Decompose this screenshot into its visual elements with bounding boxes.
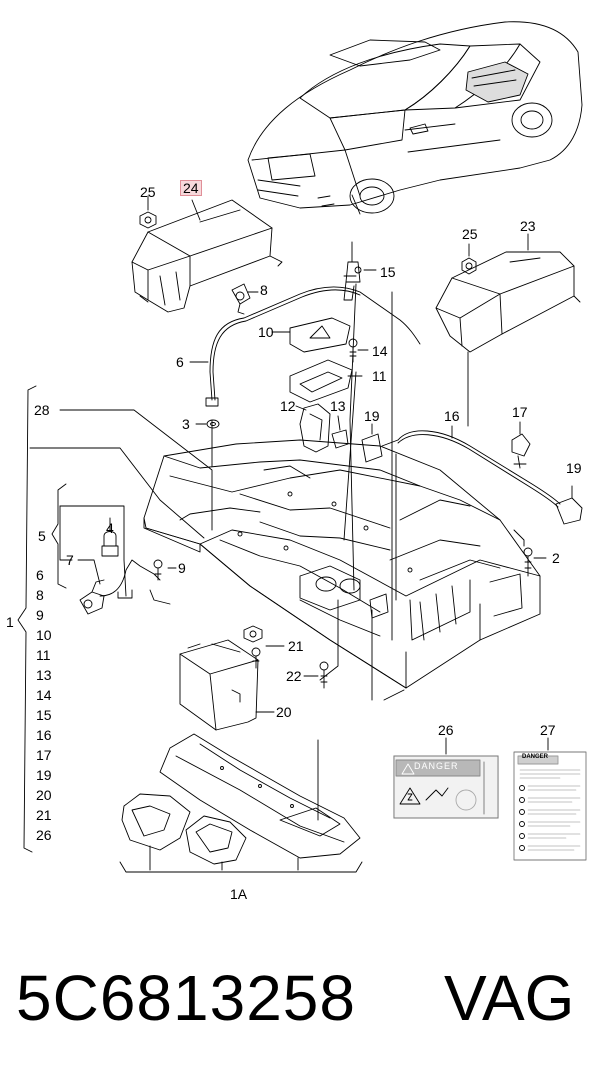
underbody-panel-1a <box>119 733 363 873</box>
callout-21[interactable]: 21 <box>288 638 304 654</box>
legend-item: 26 <box>36 827 52 843</box>
cover-part-24 <box>131 199 283 313</box>
legend-item: 11 <box>36 647 51 663</box>
callout-10[interactable]: 10 <box>258 324 274 340</box>
sensor-part-7 <box>77 559 105 615</box>
label-part-26 <box>393 737 499 819</box>
car-illustration <box>247 21 583 215</box>
cover-part-23 <box>435 233 581 353</box>
callout-3[interactable]: 3 <box>182 416 190 432</box>
connector-part-15 <box>343 241 377 301</box>
module-part-10 <box>271 317 351 353</box>
callout-14[interactable]: 14 <box>372 343 388 359</box>
callout-11[interactable]: 11 <box>372 368 387 384</box>
callout-4[interactable]: 4 <box>106 520 114 536</box>
legend-item: 21 <box>36 807 52 823</box>
callout-16[interactable]: 16 <box>444 408 460 424</box>
brand-name: VAG <box>444 962 575 1034</box>
legend-item: 14 <box>36 687 52 703</box>
callout-1[interactable]: 1 <box>6 614 14 630</box>
part-number: 5C6813258 <box>16 962 356 1034</box>
callout-19[interactable]: 19 <box>566 460 582 476</box>
callout-6[interactable]: 6 <box>176 354 184 370</box>
cable-part-6 <box>189 286 421 407</box>
legend-item: 20 <box>36 787 52 803</box>
label-26-danger-word: DANGER <box>414 761 459 771</box>
fuse-part-4 <box>101 517 119 557</box>
control-unit-part-20 <box>179 639 275 731</box>
legend-item: 9 <box>36 607 44 623</box>
leader-lines <box>29 283 469 821</box>
bracket-part-12 <box>295 403 331 453</box>
legend-item: 13 <box>36 667 52 683</box>
label-part-27 <box>513 737 587 861</box>
callout-5[interactable]: 5 <box>38 528 46 544</box>
callout-7[interactable]: 7 <box>66 552 74 568</box>
callout-22[interactable]: 22 <box>286 668 302 684</box>
callout-27[interactable]: 27 <box>540 722 556 738</box>
battery-tray-assembly <box>143 439 541 689</box>
callout-12[interactable]: 12 <box>280 398 296 414</box>
nut-part-3 <box>195 419 220 429</box>
bracket-part-11 <box>289 359 363 403</box>
legend-item: 8 <box>36 587 44 603</box>
callout-25[interactable]: 25 <box>140 184 156 200</box>
callout-20[interactable]: 20 <box>276 704 292 720</box>
bolt-part-9 <box>149 559 177 605</box>
legend-item: 6 <box>36 567 44 583</box>
callout-9[interactable]: 9 <box>178 560 186 576</box>
label-27-danger-word: DANGER <box>522 754 549 760</box>
callout-13[interactable]: 13 <box>330 398 346 414</box>
legend-item: 19 <box>36 767 52 783</box>
callout-2[interactable]: 2 <box>552 550 560 566</box>
legend-item: 16 <box>36 727 52 743</box>
clip-part-17 <box>511 421 531 469</box>
nut-part-25b <box>461 243 477 275</box>
callout-28[interactable]: 28 <box>34 402 50 418</box>
legend-bracket <box>17 385 67 853</box>
callout-26[interactable]: 26 <box>438 722 454 738</box>
cable-part-16 <box>397 425 561 508</box>
callout-19[interactable]: 19 <box>364 408 380 424</box>
screw-part-14 <box>348 338 369 363</box>
cable-part-5 <box>59 505 161 599</box>
bolt-part-22 <box>303 661 329 689</box>
clip-part-8 <box>231 283 259 315</box>
bolt-part-2 <box>523 547 547 577</box>
callout-23[interactable]: 23 <box>520 218 536 234</box>
nut-part-25a <box>139 195 157 229</box>
legend-item: 17 <box>36 747 52 763</box>
legend-item: 10 <box>36 627 52 643</box>
legend-item: 15 <box>36 707 52 723</box>
nut-part-21 <box>243 625 285 669</box>
plug-part-19a <box>361 423 399 463</box>
callout-15[interactable]: 15 <box>380 264 396 280</box>
callout-25[interactable]: 25 <box>462 226 478 242</box>
callout-1a[interactable]: 1A <box>230 886 248 902</box>
plug-part-19b <box>555 485 583 525</box>
callout-17[interactable]: 17 <box>512 404 528 420</box>
callout-8[interactable]: 8 <box>260 282 268 298</box>
callout-24-highlighted[interactable]: 24 <box>180 180 202 196</box>
